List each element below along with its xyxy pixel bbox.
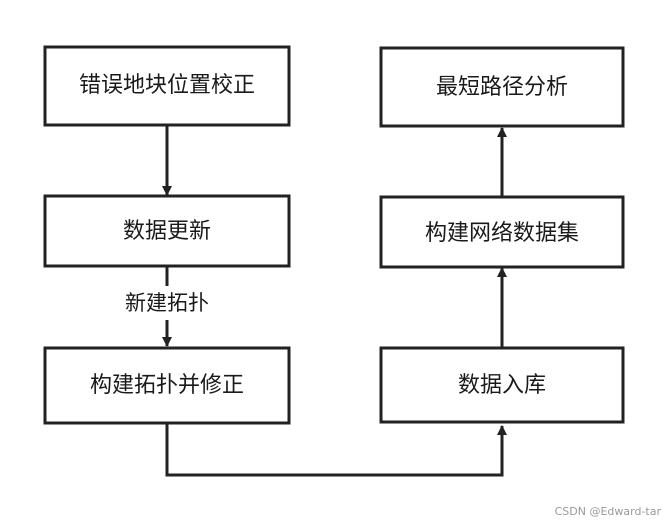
node-data-update: 数据更新 <box>43 194 291 268</box>
node-shortest-path-analysis: 最短路径分析 <box>379 46 625 128</box>
node-build-topology-fix-label: 构建拓扑并修正 <box>90 373 244 398</box>
node-shortest-path-analysis-label: 最短路径分析 <box>436 75 568 100</box>
node-data-storage-label: 数据入库 <box>458 373 546 398</box>
node-data-storage: 数据入库 <box>379 346 625 424</box>
node-error-block-correction: 错误地块位置校正 <box>43 45 291 127</box>
arrow-topology-to-storage <box>165 424 507 477</box>
node-build-network-dataset-label: 构建网络数据集 <box>425 221 579 246</box>
edge-label-new-topology: 新建拓扑 <box>125 291 209 315</box>
node-build-network-dataset: 构建网络数据集 <box>379 195 625 269</box>
node-error-block-correction-label: 错误地块位置校正 <box>79 73 255 98</box>
watermark-text: CSDN @Edward-tar <box>554 505 661 518</box>
node-build-topology-fix: 构建拓扑并修正 <box>43 346 291 425</box>
node-data-update-label: 数据更新 <box>123 219 211 244</box>
